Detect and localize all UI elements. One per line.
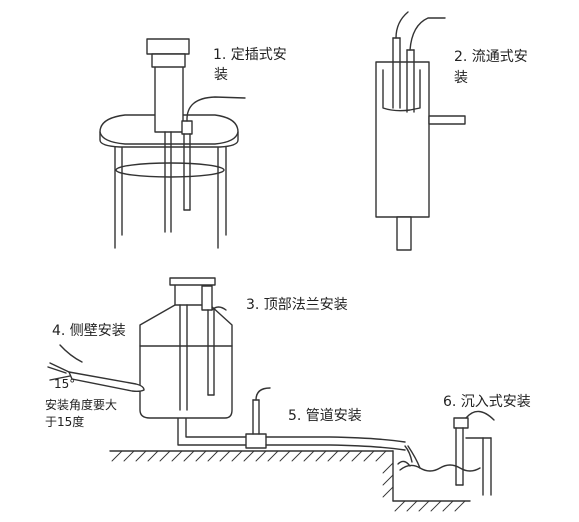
pipeline-label: 5. 管道安装	[288, 408, 362, 424]
immersion-drawing	[397, 410, 495, 496]
flow-mount-drawing	[375, 11, 466, 251]
side-wall-note-line1: 安装角度要大	[45, 398, 118, 412]
insertion-label-line2: 装	[214, 67, 228, 83]
side-wall-angle: 15°	[54, 377, 76, 391]
insertion-mount-drawing	[99, 38, 246, 249]
insertion-label-line1: 1. 定插式安	[213, 47, 287, 63]
tank-drawing	[47, 277, 233, 419]
flow-label-line2: 装	[454, 70, 468, 86]
ground-and-pipeline	[109, 387, 471, 512]
side-wall-label: 4. 侧壁安装	[52, 323, 126, 339]
flange-label: 3. 顶部法兰安装	[246, 297, 348, 313]
immersion-label: 6. 沉入式安装	[443, 394, 531, 410]
side-wall-note-line2: 于15度	[45, 415, 85, 429]
flow-label-line1: 2. 流通式安	[454, 49, 528, 65]
